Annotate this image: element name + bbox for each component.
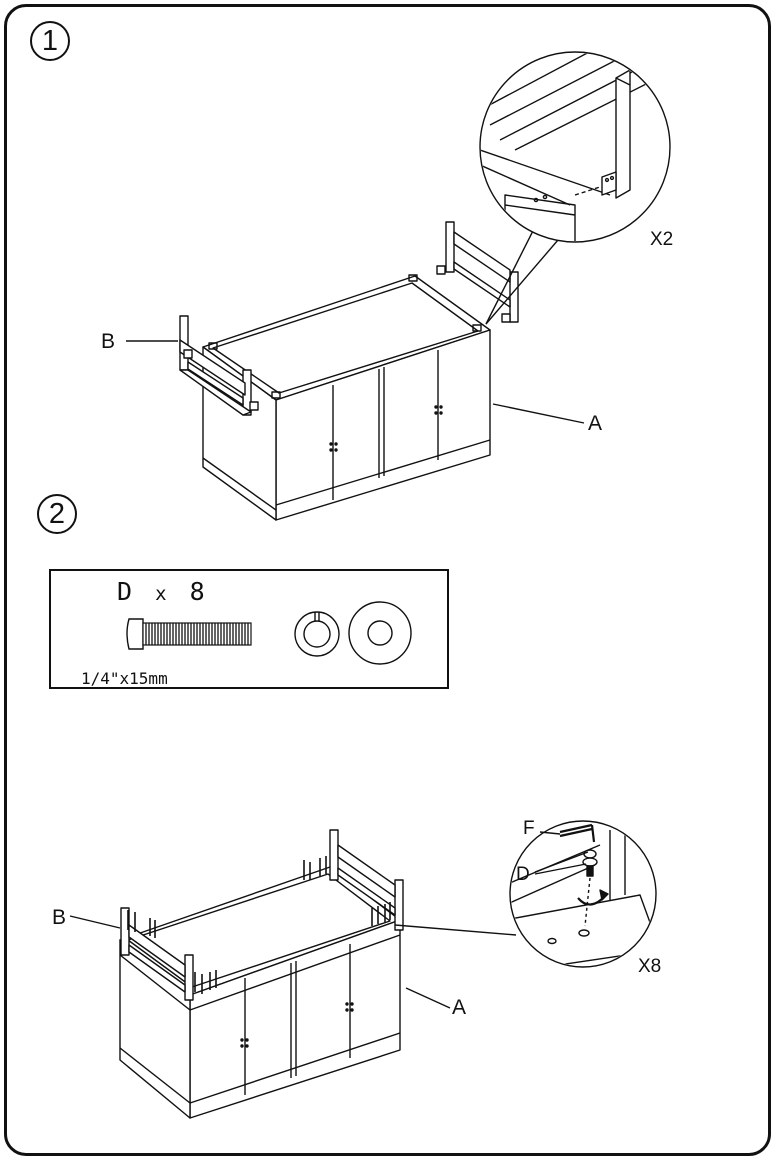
callout-a-step2: A — [452, 996, 467, 1019]
cabinet-step1 — [202, 274, 491, 521]
cabinet-step2 — [119, 866, 401, 1119]
frame-b-right-step1 — [436, 221, 519, 323]
part-qty: 8 — [189, 577, 209, 606]
bolt-icon — [126, 618, 252, 650]
lock-washer-icon — [294, 611, 340, 657]
part-times: x — [155, 583, 171, 605]
detail-qty-step1: X2 — [650, 229, 674, 250]
hex-key-icon — [559, 823, 596, 843]
flat-washer-icon — [348, 601, 412, 665]
part-size: 1/4"x15mm — [81, 669, 168, 688]
callout-b-step2: B — [52, 906, 67, 929]
frame-b-right-step2 — [329, 829, 404, 931]
callout-a-step1: A — [588, 412, 603, 435]
callout-d-step2: D — [516, 864, 530, 885]
detail-qty-step2: X8 — [638, 956, 662, 977]
step-1-number: 1 — [30, 21, 70, 61]
callout-b-step1: B — [101, 330, 116, 353]
part-name: D — [117, 577, 137, 606]
step-2-number: 2 — [37, 494, 77, 534]
bolt-and-washers — [126, 601, 412, 665]
bolts-step2 — [127, 856, 391, 994]
detail-circle-step2 — [509, 820, 657, 968]
callout-f-step2: F — [523, 818, 535, 839]
frame-b-step2 — [120, 907, 194, 1001]
parts-box: D x 8 1/4"x15mm — [49, 569, 449, 689]
frame-b-step1 — [179, 315, 259, 416]
page-frame — [4, 4, 771, 1156]
